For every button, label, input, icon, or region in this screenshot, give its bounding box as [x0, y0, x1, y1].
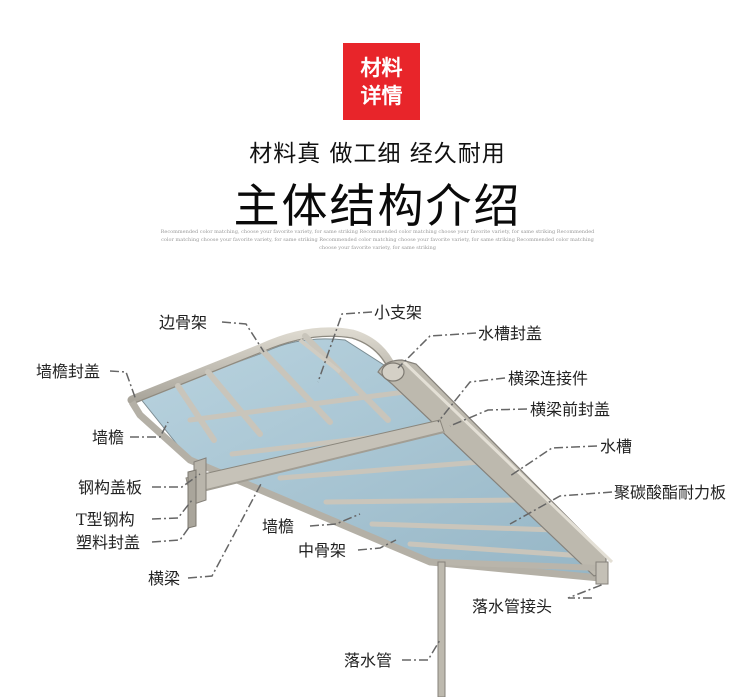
- downpipe-joint: [595, 561, 609, 585]
- label-wall-eave-cap: 墙檐封盖: [36, 362, 100, 381]
- fine-print-text: Recommended color matching, choose your …: [160, 229, 595, 251]
- label-gutter: 水槽: [600, 437, 632, 456]
- label-pc-board: 聚碳酸酯耐力板: [614, 483, 726, 502]
- mid-frame-crossbars: [187, 387, 587, 559]
- label-small-bracket: 小支架: [374, 303, 422, 322]
- label-beam-connector: 横梁连接件: [508, 369, 588, 388]
- right-support-bar: [439, 559, 601, 571]
- material-details-badge: 材料 详情: [343, 43, 420, 120]
- leader-lines: [109, 311, 613, 661]
- label-wall-eave-left: 墙檐: [92, 428, 124, 447]
- label-edge-frame: 边骨架: [159, 313, 207, 332]
- label-beam-front-cap: 横梁前封盖: [530, 400, 610, 419]
- label-t-steel: T型钢构: [76, 510, 135, 529]
- label-gutter-cap: 水槽封盖: [478, 324, 542, 343]
- label-downpipe-joint: 落水管接头: [472, 597, 552, 616]
- mid-frame-ribs: [175, 333, 391, 443]
- label-beam: 横梁: [148, 569, 180, 588]
- t-steel-post: [187, 469, 197, 529]
- edge-frame-arc: [127, 327, 397, 405]
- downpipe: [437, 561, 446, 697]
- badge-line-1: 材料: [360, 55, 403, 80]
- label-steel-cover: 钢构盖板: [78, 478, 142, 497]
- page-title: 主体结构介绍: [233, 179, 522, 233]
- label-downpipe: 落水管: [344, 651, 392, 670]
- tagline: 材料真 做工细 经久耐用: [249, 141, 506, 167]
- label-mid-frame: 中骨架: [298, 541, 346, 560]
- small-bracket: [298, 338, 342, 374]
- label-plastic-cap: 塑料封盖: [76, 533, 140, 552]
- badge-line-2: 详情: [360, 83, 403, 108]
- wall-eave-rail: [129, 400, 601, 582]
- label-wall-eave-mid: 墙檐: [262, 517, 294, 536]
